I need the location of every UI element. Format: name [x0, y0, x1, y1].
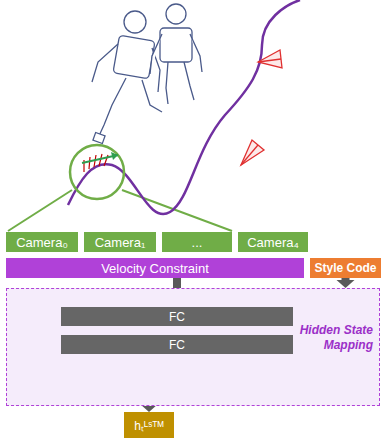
box-label: Camera₁ — [95, 235, 146, 250]
human-figure — [92, 11, 162, 143]
process-box: Velocity Constraint — [6, 258, 304, 278]
box-label: FC — [169, 338, 185, 352]
box-label: FC — [169, 310, 185, 324]
box-label: Camera₀ — [16, 235, 68, 250]
camera-frustum — [241, 50, 282, 165]
box-label: Camera₄ — [247, 235, 299, 250]
trajectory — [68, 0, 300, 214]
process-box: Camera₀ — [6, 232, 78, 252]
process-box: hₜᴸˢᵀᴹ — [124, 412, 174, 438]
process-box: Camera₄ — [238, 232, 308, 252]
box-label: ... — [192, 235, 203, 250]
magnifier — [70, 145, 124, 199]
group-region: Hidden State MappingFCFC — [6, 288, 380, 406]
process-box: FC — [61, 307, 293, 326]
process-box: ... — [162, 232, 232, 252]
box-label: Velocity Constraint — [101, 261, 209, 276]
human-figure — [150, 4, 202, 104]
block-arrow — [337, 278, 355, 288]
region-label: Hidden State Mapping — [293, 323, 373, 353]
process-box: FC — [61, 335, 293, 354]
box-label: hₜᴸˢᵀᴹ — [134, 417, 163, 434]
arrowhead — [111, 152, 118, 160]
process-box: Style Code — [310, 258, 381, 278]
leader-line — [8, 190, 72, 231]
process-box: Camera₁ — [84, 232, 156, 252]
leader-line — [122, 190, 232, 231]
box-label: Style Code — [314, 261, 376, 275]
velocity-arrows — [84, 154, 108, 172]
